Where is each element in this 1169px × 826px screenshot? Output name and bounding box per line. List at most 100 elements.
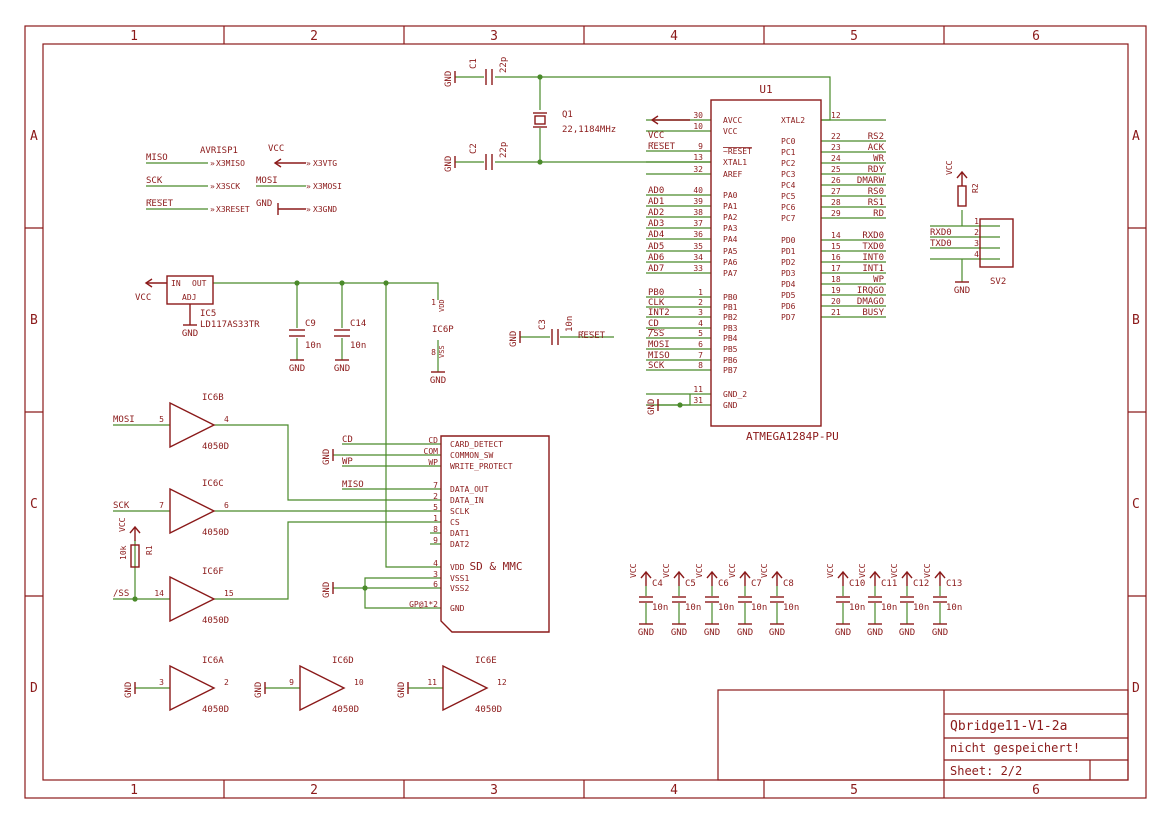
title-status: nicht gespeichert! (950, 741, 1080, 755)
u1-pin-name: AREF (723, 170, 742, 179)
cap-ref: C2 (469, 143, 479, 154)
sd-pin-name: SCLK (450, 507, 469, 516)
cap-ref: C12 (913, 579, 929, 589)
u1-pin-number: 10 (693, 122, 703, 131)
buffer-ref: IC6E (475, 656, 497, 666)
buffer-out-pin: 10 (354, 678, 364, 687)
u1-pin-number: 35 (693, 242, 703, 251)
sd-pin-name: WRITE_PROTECT (450, 462, 513, 471)
cap-value: 10n (652, 603, 668, 613)
column-label: 4 (670, 783, 678, 798)
u1-net-label: AD1 (648, 197, 664, 207)
junction-dot (677, 402, 683, 408)
u1-pin-name: GND_2 (723, 390, 747, 399)
u1-pin-number: 5 (698, 329, 703, 338)
r1-value: 10k (119, 545, 128, 560)
vcc-label: VCC (728, 563, 737, 578)
gnd-label: GND (322, 582, 332, 598)
sd-title: SD & MMC (470, 560, 523, 573)
sd-pin-number: 6 (433, 580, 438, 589)
sv2-pin: 3 (974, 239, 979, 248)
u1-pin-number: 6 (698, 340, 703, 349)
u1-net-label: /SS (648, 329, 664, 339)
sd-pin-name: GND (450, 604, 465, 613)
sd-pin-name: CS (450, 518, 460, 527)
sd-pin-name: DAT2 (450, 540, 469, 549)
u1-pin-number: 16 (831, 253, 841, 262)
u1-pin-number: 7 (698, 351, 703, 360)
u1-net-label: INT0 (862, 253, 884, 263)
u1-net-label: ACK (868, 143, 885, 153)
cap-value: 10n (685, 603, 701, 613)
isp-net-label: SCK (146, 176, 163, 186)
cap-value: 10n (913, 603, 929, 613)
buffer-unused (169, 664, 216, 712)
u1-body (710, 99, 822, 427)
u1-pin-number: 9 (698, 142, 703, 151)
buffer-ic6c (169, 487, 216, 535)
cap-ref: C1 (469, 58, 479, 69)
u1-net-label: AD2 (648, 208, 664, 218)
u1-net-label: IRQGO (857, 286, 884, 296)
u1-pin-name: PB6 (723, 356, 738, 365)
sd-pin-name: CARD_DETECT (450, 440, 503, 449)
sv2-body (979, 218, 1014, 268)
buffer-in-pin: 3 (159, 678, 164, 687)
ic6p-vdd: VDD (438, 299, 446, 312)
u1-pin-number: 17 (831, 264, 841, 273)
sd-pin-number: 1 (433, 514, 438, 523)
u1-pin-name: PD4 (781, 280, 796, 289)
row-label: D (30, 681, 38, 696)
isp-pin-mark: » (210, 205, 215, 214)
buffer-ref: IC6D (332, 656, 354, 666)
buffer-net: MOSI (113, 415, 135, 425)
gnd-wire (658, 394, 691, 406)
u1-pin-name: XTAL2 (781, 116, 805, 125)
buffer-out-pin: 12 (497, 678, 507, 687)
sd-pin-name: DAT1 (450, 529, 469, 538)
gnd-label: GND (509, 331, 519, 347)
gnd-label: GND (638, 628, 654, 638)
u1-net-label: DMARW (857, 176, 885, 186)
cap-ref: C5 (685, 579, 696, 589)
reg-out: OUT (192, 279, 207, 288)
vcc-label: VCC (945, 160, 954, 175)
u1-pin-name: PD7 (781, 313, 796, 322)
u1-pin-number: 31 (693, 396, 703, 405)
sd-pin-number: 5 (433, 503, 438, 512)
vcc-label: VCC (135, 293, 151, 303)
cap-value: 10n (881, 603, 897, 613)
u1-pin-name: PD3 (781, 269, 796, 278)
u1-pin-number: 11 (693, 385, 703, 394)
vcc-label: VCC (118, 517, 127, 532)
u1-pin-name: PD6 (781, 302, 796, 311)
column-label: 2 (310, 783, 318, 798)
sv2-net: TXD0 (930, 239, 952, 249)
u1-pin-name: PB3 (723, 324, 738, 333)
gnd-label: GND (704, 628, 720, 638)
isp-pin-mark: » (210, 159, 215, 168)
vcc-label: VCC (923, 563, 932, 578)
column-label: 6 (1032, 29, 1040, 44)
gnd-label: GND (954, 286, 970, 296)
u1-pin-number: 4 (698, 319, 703, 328)
u1-net-label: TXD0 (862, 242, 884, 252)
column-label: 4 (670, 29, 678, 44)
buffer-ref: IC6A (202, 656, 224, 666)
isp-pin-name: X3MOSI (313, 182, 342, 191)
cap-value: 10n (565, 316, 575, 332)
u1-net-label: RESET (648, 142, 676, 152)
column-label: 6 (1032, 783, 1040, 798)
sd-pin-number: GP@1*2 (409, 600, 438, 609)
u1-pin-name: PD0 (781, 236, 796, 245)
buffer-value: 4050D (475, 705, 502, 715)
u1-pin-name: PB7 (723, 366, 738, 375)
u1-value: ATMEGA1284P-PU (746, 430, 839, 443)
vcc-label: VCC (629, 563, 638, 578)
u1-pin-name: PB4 (723, 334, 738, 343)
isp-pin-name: X3GND (313, 205, 337, 214)
ic6p-ref: IC6P (432, 325, 454, 335)
u1-pin-name: PC6 (781, 203, 796, 212)
buffer-ref: IC6F (202, 567, 224, 577)
buffer-out-pin: 2 (224, 678, 229, 687)
